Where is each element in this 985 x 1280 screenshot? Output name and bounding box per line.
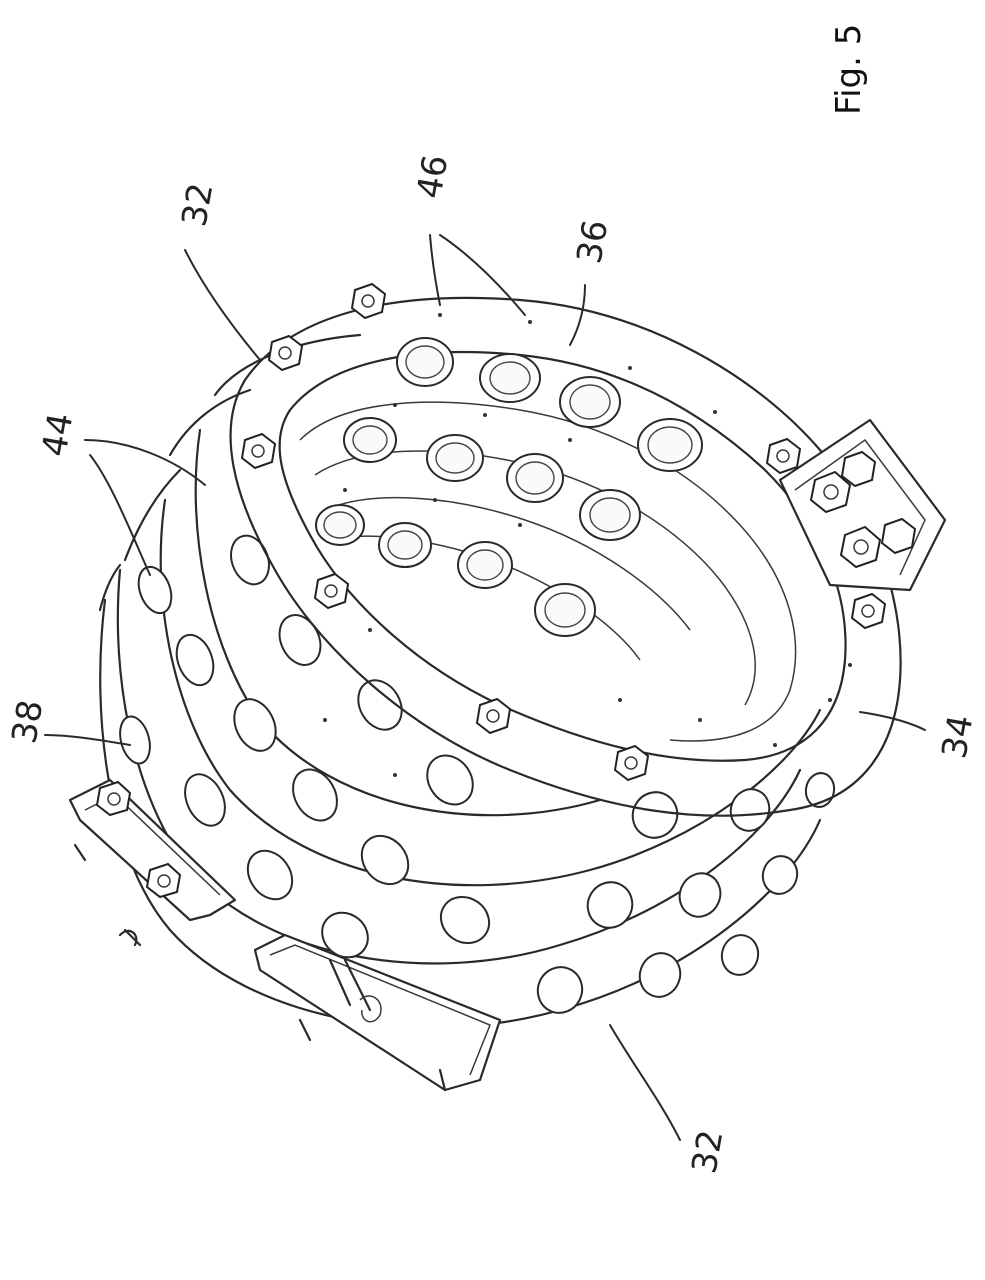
ref-38: 38: [4, 697, 51, 747]
ref-46: 46: [409, 152, 456, 202]
outer-holes: [119, 534, 836, 1014]
right-bracket: [778, 418, 947, 592]
inner-holes: [315, 337, 703, 637]
small-bores: [323, 313, 852, 777]
ring-nuts: [240, 282, 887, 782]
ref-32-top: 32: [174, 180, 221, 230]
ref-36: 36: [569, 217, 616, 267]
front-ring: [229, 296, 902, 817]
ref-44: 44: [34, 410, 81, 460]
left-bracket: [68, 778, 237, 947]
ref-34: 34: [934, 712, 981, 762]
bottom-bracket: [253, 933, 502, 1092]
ref-32-bottom: 32: [684, 1127, 731, 1177]
ring-assembly: [68, 282, 947, 1092]
figure-label: Fig. 5: [829, 24, 869, 115]
reference-labels: 32 46 36 44 38 34 32: [4, 152, 981, 1177]
